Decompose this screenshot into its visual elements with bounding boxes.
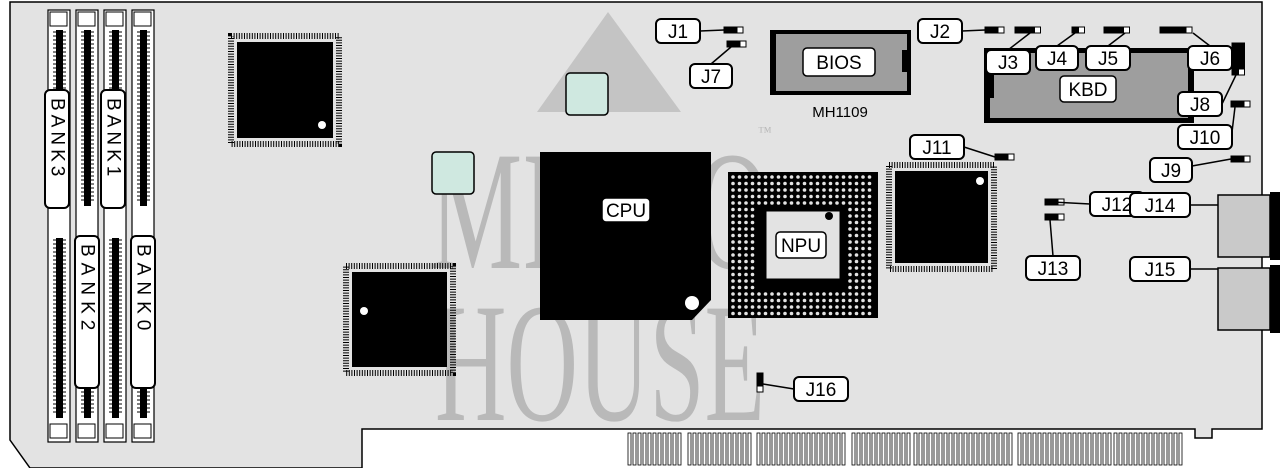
qfp-chip-1	[228, 33, 342, 147]
header-j5	[1103, 26, 1130, 34]
jumper-label-j8: J8	[1177, 74, 1237, 117]
jumper-label-j10: J10	[1177, 106, 1236, 150]
jumper-label-text: J8	[1190, 95, 1210, 116]
jumper-label-j7: J7	[689, 46, 733, 89]
jumper-label-text: J12	[1102, 195, 1133, 216]
bios-part-number: MH1109	[812, 104, 868, 121]
bank-label-text: BANK2	[77, 244, 98, 336]
jumper-label-j11: J11	[909, 134, 996, 160]
jumper-label-text: J13	[1038, 259, 1069, 280]
header-j16	[756, 372, 764, 393]
bank-label-text: BANK1	[103, 98, 124, 180]
jumper-label-text: J6	[1200, 49, 1220, 70]
jumper-label-j15: J15	[1129, 256, 1218, 282]
bank-label-0: BANK0	[130, 235, 156, 389]
jumper-label-text: J10	[1190, 128, 1221, 149]
header-j13	[1044, 213, 1065, 221]
bank-label-text: BANK3	[47, 98, 68, 180]
jumper-label-text: J15	[1145, 260, 1176, 281]
jumper-label-j3: J3	[985, 32, 1031, 75]
memory-slot-3	[47, 9, 71, 443]
heatsink-1	[565, 72, 609, 116]
header-j9	[1230, 155, 1251, 163]
jumper-label-j6: J6	[1187, 32, 1233, 71]
jumper-label-j5: J5	[1085, 32, 1131, 71]
jumper-label-j9: J9	[1149, 157, 1232, 183]
kbd-label: KBD	[1068, 80, 1107, 101]
header-j7	[726, 40, 747, 48]
heatsink-2	[431, 151, 475, 195]
header-j10	[1230, 100, 1251, 108]
jumper-label-j2: J2	[917, 18, 986, 44]
jumper-label-text: J3	[998, 53, 1018, 74]
qfp-chip-3	[886, 162, 997, 272]
header-j1	[723, 26, 744, 34]
jumper-label-text: J16	[806, 380, 837, 401]
port-j14	[1217, 192, 1280, 260]
header-j3	[1014, 26, 1041, 34]
watermark-trademark: ™	[758, 125, 772, 140]
port-j15	[1217, 265, 1280, 333]
jumper-label-text: J5	[1098, 49, 1118, 70]
bank-label-2: BANK2	[74, 235, 100, 389]
npu-label: NPU	[781, 236, 821, 257]
memory-slot-1	[103, 9, 127, 443]
bank-label-text: BANK0	[133, 244, 154, 336]
jumper-label-text: J7	[701, 67, 721, 88]
jumper-label-j1: J1	[655, 18, 725, 44]
header-j2	[984, 26, 1005, 34]
edge-connector	[627, 432, 1183, 466]
bios-label: BIOS	[816, 53, 861, 74]
qfp-chip-2	[343, 263, 456, 376]
jumper-label-j4: J4	[1035, 32, 1079, 71]
jumper-label-text: J9	[1161, 161, 1181, 182]
cpu-chip: CPU	[540, 152, 711, 320]
header-j6	[1159, 26, 1193, 34]
jumper-label-text: J2	[930, 22, 950, 43]
jumper-label-j13: J13	[1025, 219, 1081, 281]
header-j11	[994, 153, 1015, 161]
jumper-label-text: J14	[1145, 196, 1176, 217]
npu-chip: NPU	[728, 172, 878, 318]
header-j4	[1071, 26, 1085, 34]
jumper-label-j16: J16	[762, 376, 849, 402]
jumper-label-text: J1	[668, 22, 688, 43]
jumper-label-text: J11	[922, 138, 951, 159]
cpu-label: CPU	[606, 201, 646, 222]
jumper-label-text: J4	[1047, 49, 1068, 70]
bios-chip: BIOS MH1109	[770, 30, 911, 121]
jumper-label-j14: J14	[1129, 192, 1218, 218]
bank-label-1: BANK1	[100, 89, 126, 209]
bank-label-3: BANK3	[44, 89, 70, 209]
header-j8	[1231, 42, 1245, 76]
